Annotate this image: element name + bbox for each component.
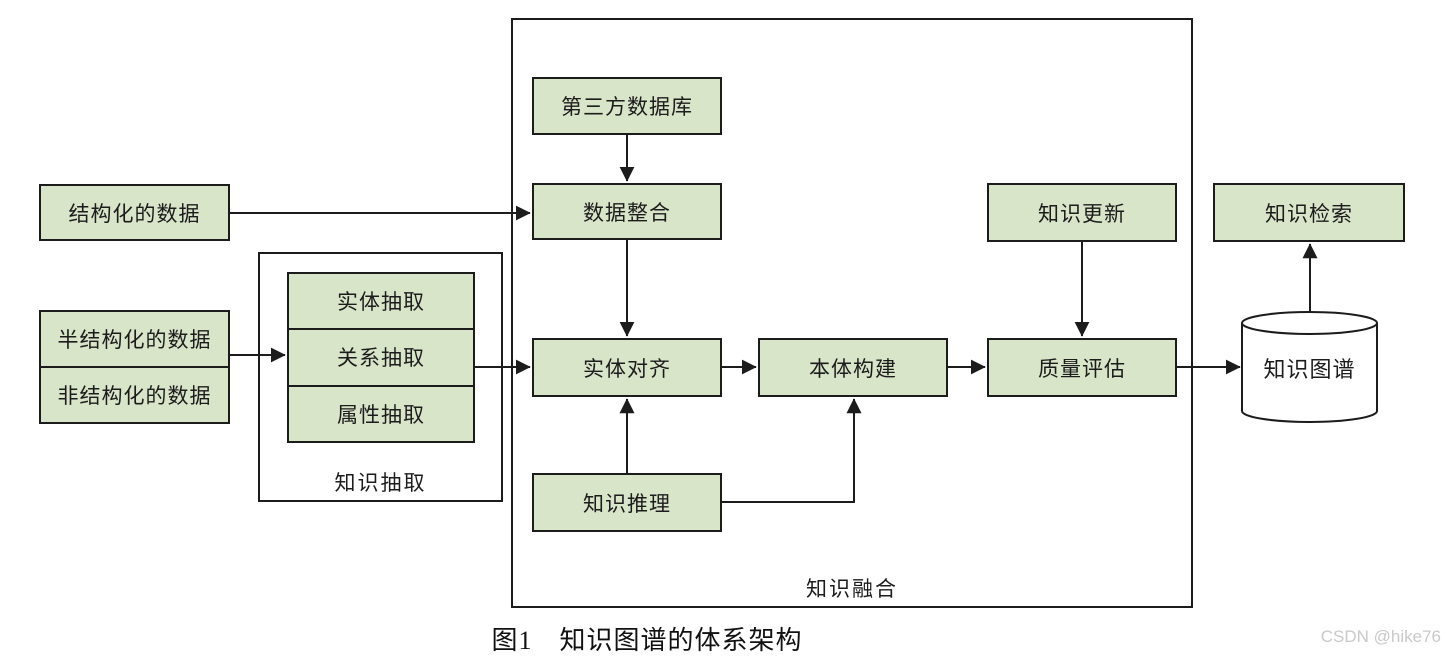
knowledge-extraction-group: 知识抽取 <box>258 252 503 502</box>
node-knowledge-reasoning: 知识推理 <box>532 473 722 532</box>
node-stack-extraction: 实体抽取 关系抽取 属性抽取 <box>287 272 475 443</box>
figure-caption: 图1 知识图谱的体系架构 <box>491 626 803 655</box>
knowledge-graph-cylinder-label: 知识图谱 <box>1263 357 1356 382</box>
node-relation-extraction: 关系抽取 <box>289 328 473 384</box>
node-data-integration: 数据整合 <box>532 183 722 240</box>
knowledge-extraction-group-label: 知识抽取 <box>334 471 427 495</box>
node-attribute-extraction: 属性抽取 <box>289 384 473 441</box>
node-stack-input-data: 半结构化的数据 非结构化的数据 <box>39 310 230 424</box>
node-entity-extraction: 实体抽取 <box>337 290 425 315</box>
node-entity-alignment: 实体对齐 <box>532 338 722 397</box>
csdn-watermark: CSDN @hike76 <box>1320 627 1441 646</box>
node-knowledge-update: 知识更新 <box>987 183 1177 242</box>
knowledge-fusion-group-label: 知识融合 <box>806 577 898 601</box>
node-knowledge-retrieval: 知识检索 <box>1213 183 1405 242</box>
node-ontology-construction: 本体构建 <box>758 338 948 397</box>
node-third-party-database: 第三方数据库 <box>532 77 722 135</box>
node-quality-evaluation: 质量评估 <box>987 338 1177 397</box>
node-semi-structured-data: 半结构化的数据 <box>57 328 212 352</box>
knowledge-fusion-group: 知识融合 <box>511 18 1193 608</box>
node-structured-data: 结构化的数据 <box>39 184 230 241</box>
node-unstructured-data: 非结构化的数据 <box>41 366 228 422</box>
